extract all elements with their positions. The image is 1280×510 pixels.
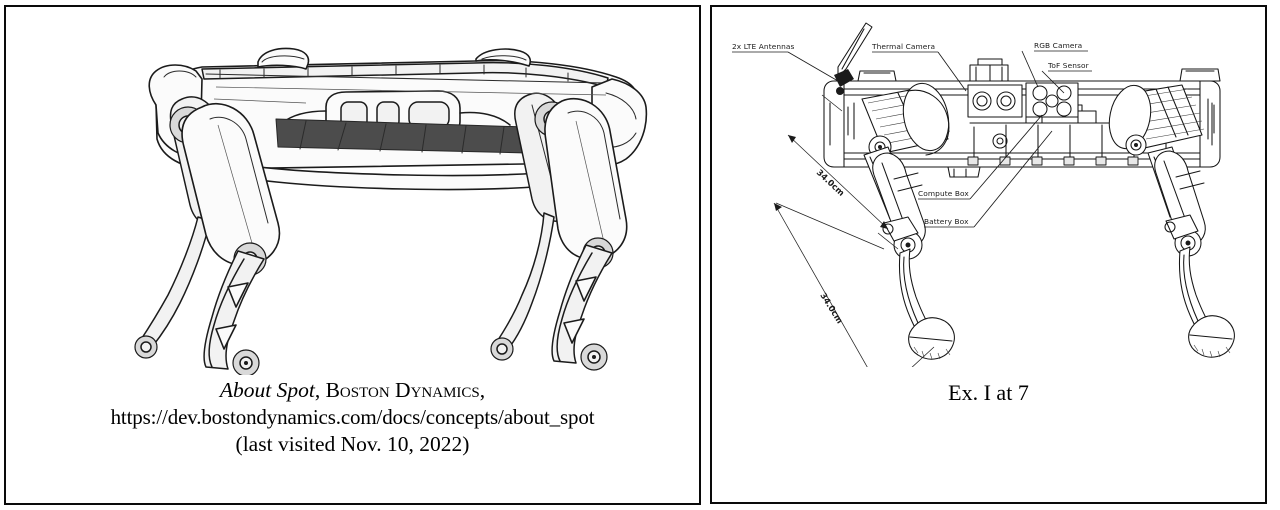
callout-label-tof-sensor: ToF Sensor — [1047, 61, 1090, 70]
caption-line-title: About Spot, Boston Dynamics, — [10, 377, 695, 404]
callout-compute-box: Compute Box — [918, 189, 970, 200]
left-panel-cell: About Spot, Boston Dynamics, https://dev… — [4, 5, 701, 505]
callout-label-lte-antennas: 2x LTE Antennas — [732, 42, 795, 51]
callout-label-compute-box: Compute Box — [918, 189, 969, 198]
callout-label-thermal-camera: Thermal Camera — [871, 42, 935, 51]
caption-last-visited: (last visited Nov. 10, 2022) — [235, 432, 470, 456]
caption-work-title: About Spot — [219, 378, 315, 402]
spot-cad-illustration: 34.0cm 34.0cm 2x LTE Antennas — [732, 22, 1235, 367]
spot-cad-annotated-drawing: 34.0cm 34.0cm 2x LTE Antennas — [712, 7, 1265, 367]
spot-robot-rendering — [6, 7, 699, 375]
callout-label-rgb-camera: RGB Camera — [1034, 41, 1082, 50]
left-panel-caption: About Spot, Boston Dynamics, https://dev… — [6, 377, 699, 458]
callout-thermal-camera: Thermal Camera — [871, 42, 938, 53]
caption-publisher-comma: , — [479, 378, 486, 402]
caption-title-comma: , — [314, 378, 326, 402]
callout-tof-sensor: ToF Sensor — [1047, 61, 1092, 72]
right-panel-cell: 34.0cm 34.0cm 2x LTE Antennas — [710, 5, 1267, 504]
caption-url[interactable]: https://dev.bostondynamics.com/docs/conc… — [110, 405, 595, 429]
dimension-lower-leg: 34.0cm — [818, 291, 845, 326]
caption-exhibit-reference: Ex. I at 7 — [948, 380, 1029, 405]
caption-publisher: Boston Dynamics — [325, 378, 480, 402]
spot-robot-illustration — [134, 47, 648, 375]
callout-battery-box: Battery Box — [924, 217, 974, 228]
callout-rgb-camera: RGB Camera — [1034, 41, 1088, 52]
callout-lte-antennas: 2x LTE Antennas — [732, 42, 795, 53]
right-panel-caption: Ex. I at 7 — [712, 379, 1265, 406]
callout-label-battery-box: Battery Box — [924, 217, 969, 226]
dimension-upper-leg: 34.0cm — [815, 167, 847, 198]
